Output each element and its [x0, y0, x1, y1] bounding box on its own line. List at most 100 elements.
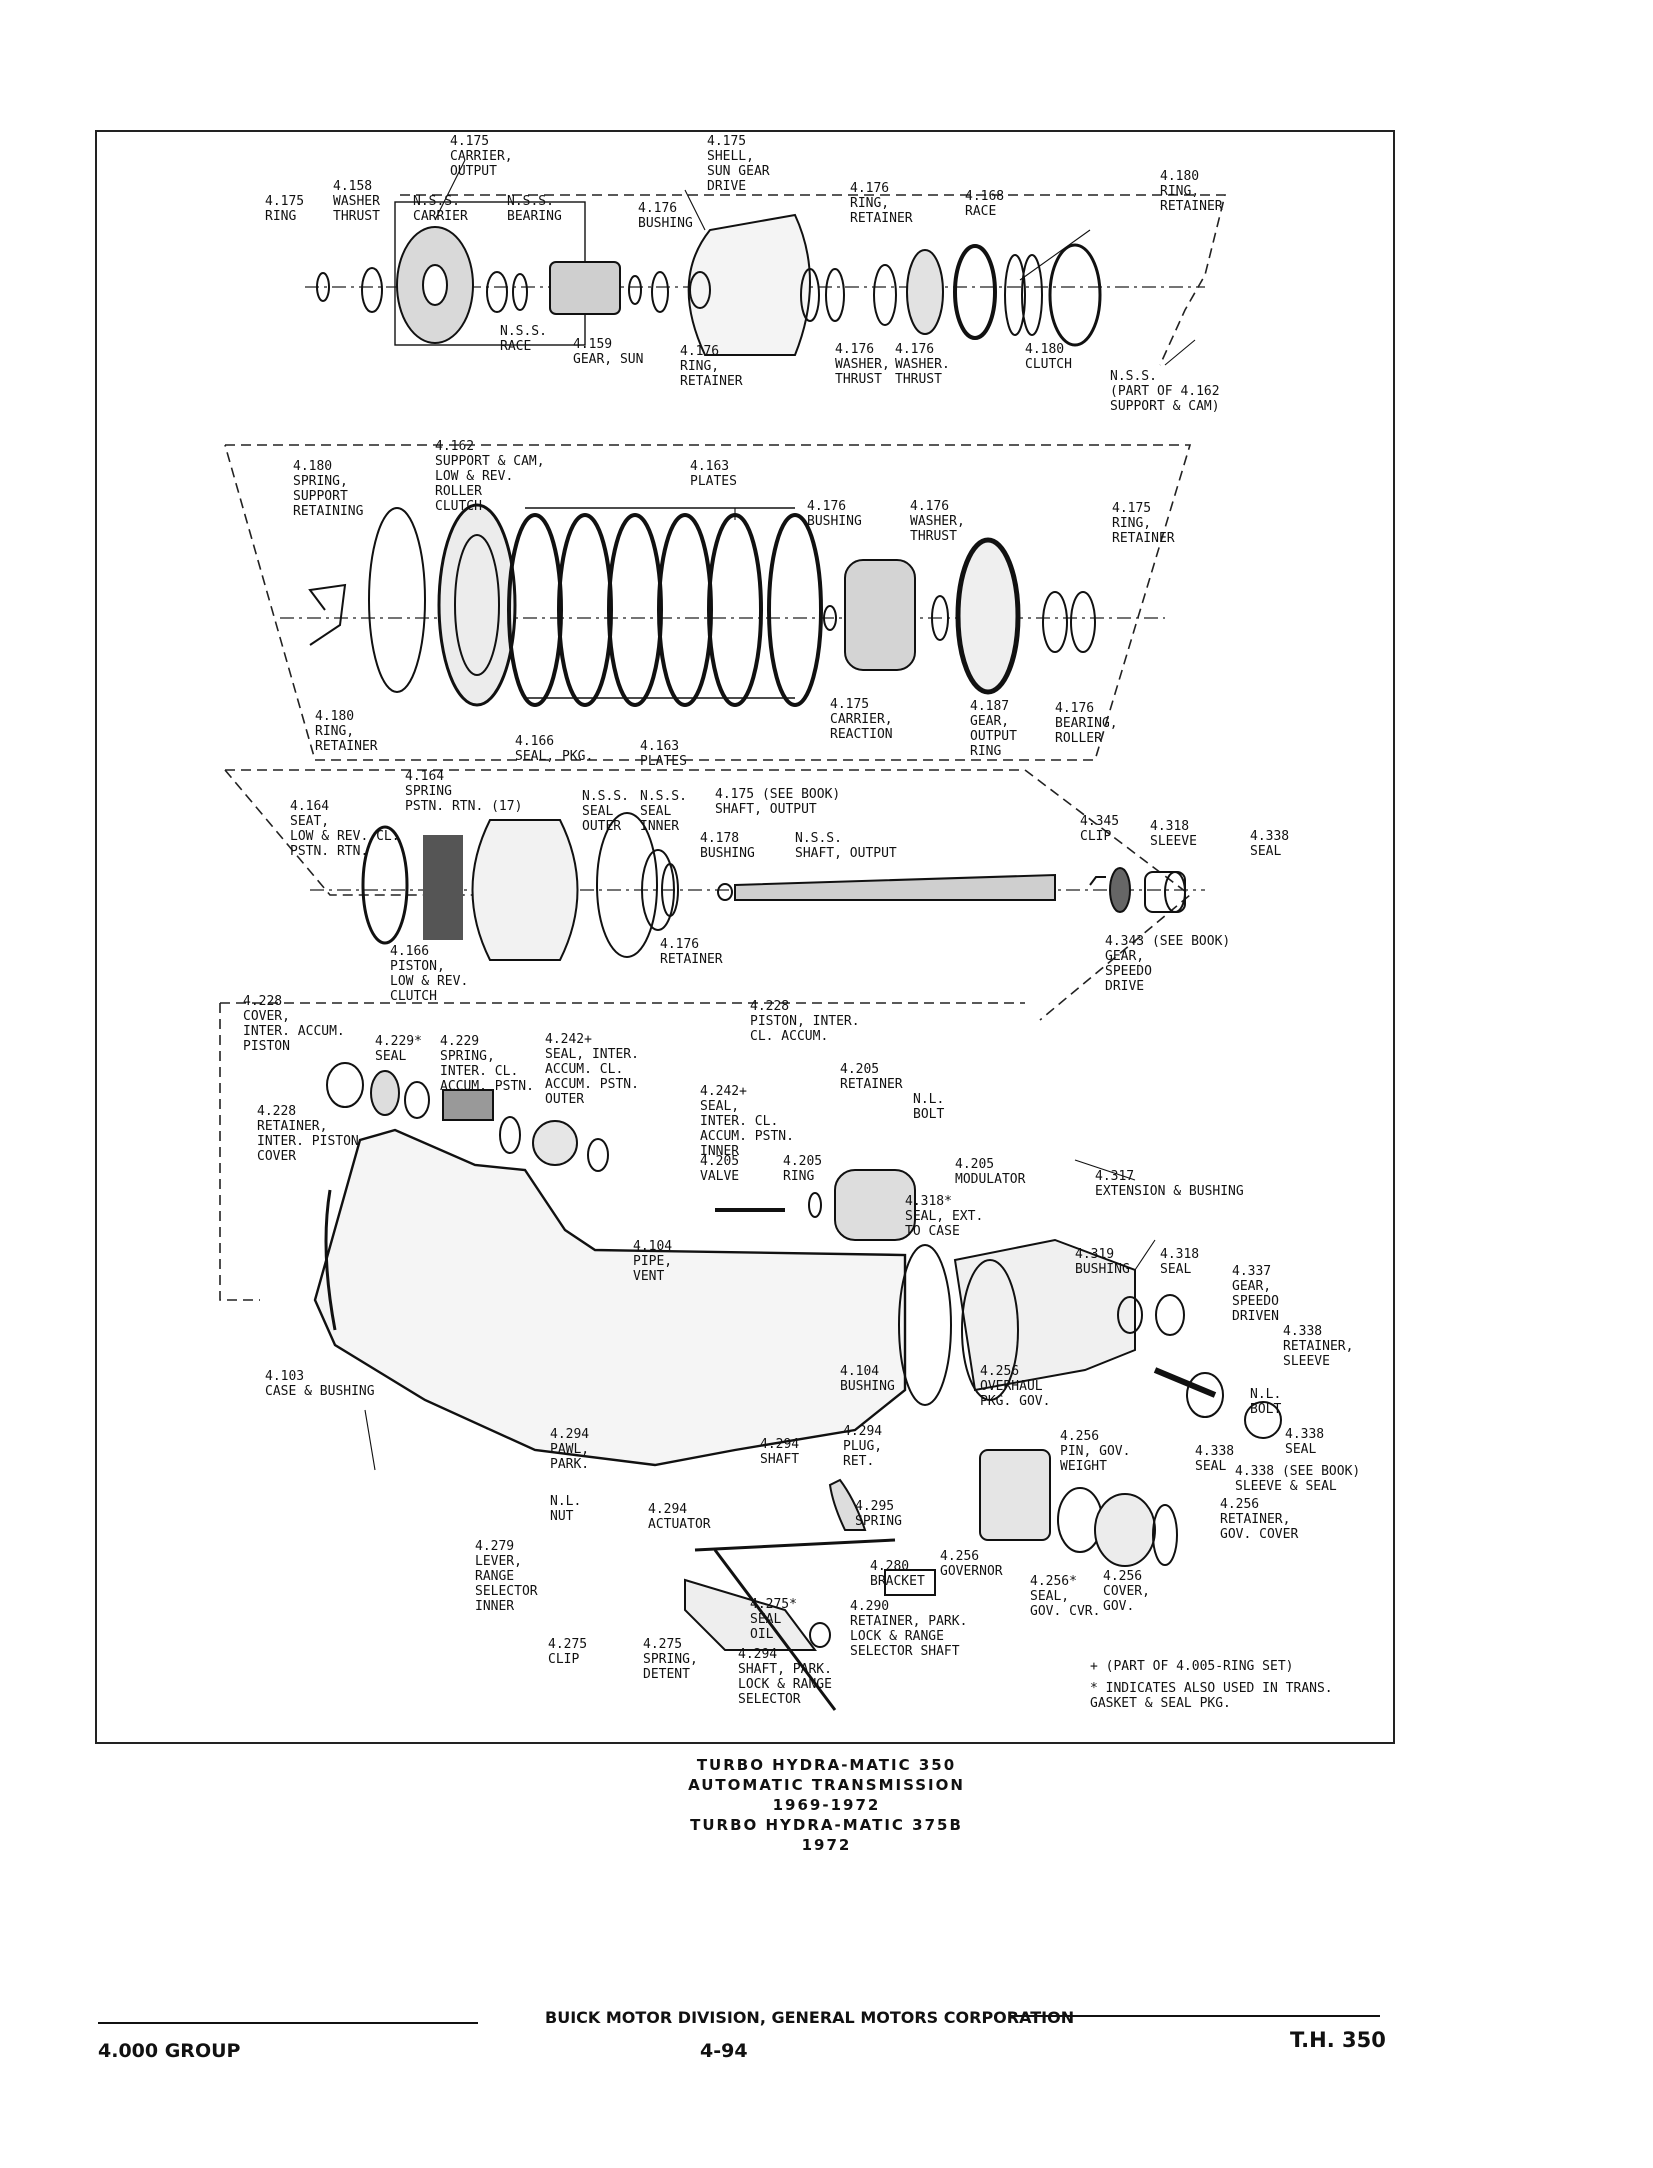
label-line: SPEEDO: [1232, 1294, 1279, 1309]
diagram-frame: [95, 130, 1395, 1744]
label-line: PLATES: [690, 474, 737, 489]
label-line: 4.256: [1060, 1429, 1099, 1444]
label-line: 4.175: [1112, 501, 1151, 516]
washer-thrust-a: [800, 268, 820, 322]
modulator-part: [834, 1169, 916, 1241]
label-line: 4.228: [257, 1104, 296, 1119]
label-line: 4.162: [435, 439, 474, 454]
label-line: RET.: [843, 1454, 874, 1469]
label-line: DETENT: [643, 1667, 690, 1682]
label-line: SEAL: [1285, 1442, 1316, 1457]
label-line: + (PART OF 4.005-RING SET): [1090, 1659, 1294, 1674]
label-line: 4.229*: [375, 1034, 422, 1049]
label-line: VENT: [633, 1269, 664, 1284]
label-line: OVERHAUL: [980, 1379, 1043, 1394]
bearing-roller-part: [1042, 591, 1068, 653]
label-line: 4.242+: [545, 1032, 592, 1047]
label-line: THRUST: [835, 372, 882, 387]
label-line: RETAINER,: [1220, 1512, 1290, 1527]
reaction-carrier-part: [844, 559, 916, 671]
label-line: PSTN. RTN. (17): [405, 799, 522, 814]
bearing-part: [486, 271, 508, 313]
label-line: RING: [783, 1169, 814, 1184]
label-line: 4.256: [940, 1549, 979, 1564]
label-line: SEAL: [582, 804, 613, 819]
caption-line-3: 1969-1972: [772, 1796, 881, 1814]
label-line: 4.256: [980, 1364, 1019, 1379]
label-seal-inter-outer: 4.242+SEAL, INTER.ACCUM. CL.ACCUM. PSTN.…: [545, 1032, 639, 1107]
label-line: MODULATOR: [955, 1172, 1026, 1187]
label-line: GEAR, SUN: [573, 352, 643, 367]
footer-rule-left: [98, 2022, 478, 2024]
label-note-gasket: * INDICATES ALSO USED IN TRANS.GASKET & …: [1090, 1681, 1333, 1711]
label-line: 4.294: [760, 1437, 799, 1452]
row-3-parts: [361, 812, 1186, 961]
race-part-b: [906, 249, 944, 335]
label-line: 4.279: [475, 1539, 514, 1554]
label-line: RING,: [680, 359, 719, 374]
label-line: THRUST: [333, 209, 380, 224]
label-line: 4.256: [1220, 1497, 1259, 1512]
label-line: 4.163: [690, 459, 729, 474]
retainer-sleeve-part: [1186, 1372, 1224, 1418]
label-line: RING: [970, 744, 1001, 759]
label-line: 4.256: [1103, 1569, 1142, 1584]
seal-318-part: [1155, 1294, 1185, 1336]
leader-lines: [364, 159, 1196, 1471]
seal-outer-part: [596, 812, 658, 958]
bushing-part: [628, 275, 642, 305]
label-line: N.S.S.: [500, 324, 547, 339]
accum-spring-part: [442, 1089, 494, 1121]
label-line: 4.176: [660, 937, 699, 952]
label-line: OUTPUT: [450, 164, 497, 179]
label-line: RING,: [850, 196, 889, 211]
label-line: SPRING,: [643, 1652, 698, 1667]
label-line: SEAL,: [700, 1099, 739, 1114]
label-line: 4.338: [1250, 829, 1289, 844]
label-line: WEIGHT: [1060, 1459, 1107, 1474]
label-line: SHELL,: [707, 149, 754, 164]
label-note-ring-set: + (PART OF 4.005-RING SET): [1090, 1659, 1294, 1674]
label-line: GOV. CVR.: [1030, 1604, 1100, 1619]
seal-oil-part: [809, 1622, 831, 1648]
plate-1: [507, 513, 563, 707]
clip-part: [1089, 876, 1106, 886]
label-line: 4.338: [1285, 1427, 1324, 1442]
ring-retainer-a: [825, 268, 845, 322]
label-line: CARRIER: [413, 209, 468, 224]
ring-retainer-mid: [1070, 591, 1096, 653]
label-line: 4.163: [640, 739, 679, 754]
label-line: 4.180: [293, 459, 332, 474]
row-2-parts: [308, 503, 1096, 707]
label-line: N.S.S.: [1110, 369, 1157, 384]
label-line: 4.228: [750, 999, 789, 1014]
label-line: SEAL, EXT.: [905, 1209, 983, 1224]
label-line: 4.175: [830, 697, 869, 712]
footer-corporation: BUICK MOTOR DIVISION, GENERAL MOTORS COR…: [545, 2008, 1075, 2027]
caption-line-4: TURBO HYDRA-MATIC 375B: [690, 1816, 963, 1834]
label-line: N.L.: [550, 1494, 581, 1509]
label-line: 4.294: [843, 1424, 882, 1439]
label-line: INNER: [640, 819, 679, 834]
label-line: RETAINER, PARK.: [850, 1614, 967, 1629]
support-cam-inner: [454, 534, 500, 676]
label-line: LOCK & RANGE: [850, 1629, 944, 1644]
label-line: WASHER,: [910, 514, 965, 529]
label-line: CLUTCH: [390, 989, 437, 1004]
section-4-left: [219, 1003, 260, 1301]
label-line: N.S.S.: [795, 831, 842, 846]
